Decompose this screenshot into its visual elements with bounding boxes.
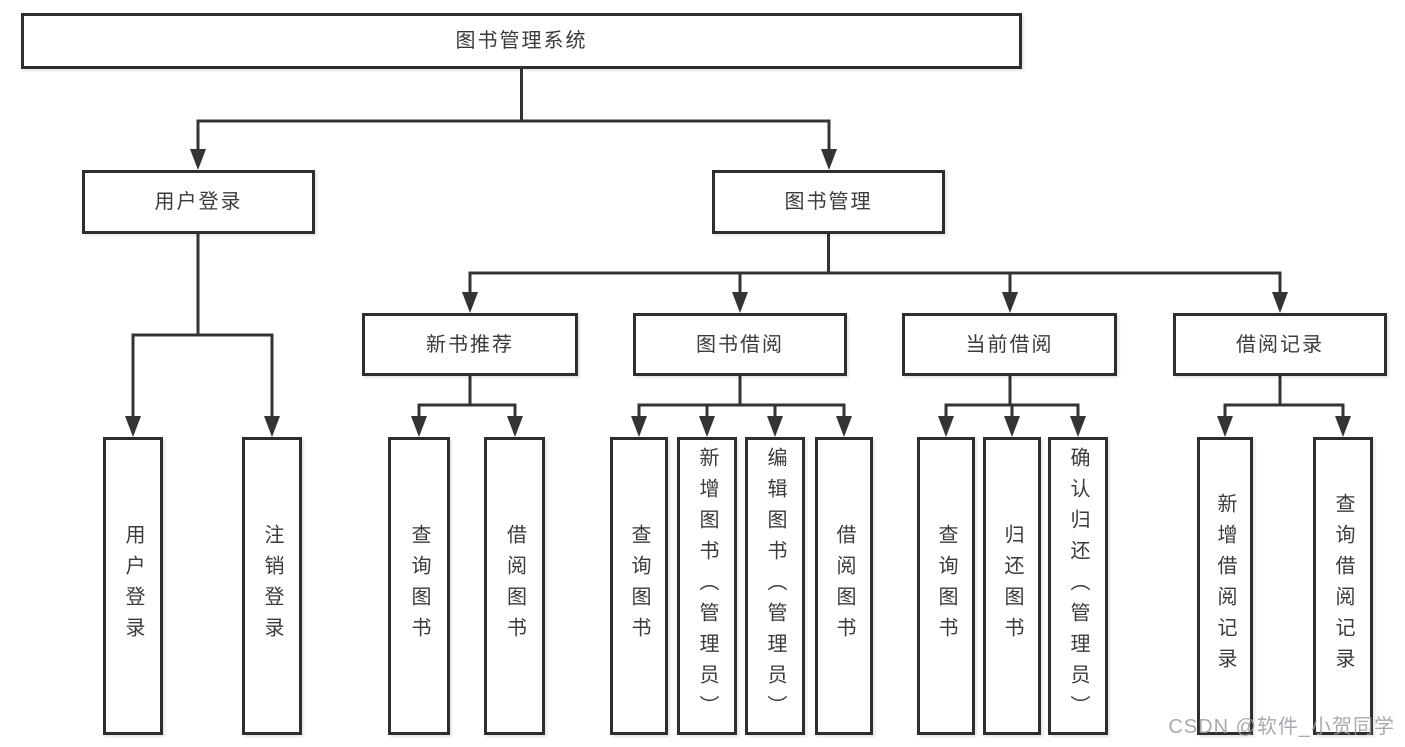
node-label: 确认归还（管理员） xyxy=(1067,446,1089,726)
node-query-books-recommend: 查询图书 xyxy=(388,437,450,735)
node-label: 新书推荐 xyxy=(426,333,514,356)
node-label: 借阅图书 xyxy=(833,524,855,648)
node-confirm-return-admin: 确认归还（管理员） xyxy=(1048,437,1108,735)
node-label: 图书管理系统 xyxy=(455,30,588,52)
node-label: 用户登录 xyxy=(154,191,243,213)
node-book-management: 图书管理 xyxy=(712,170,945,234)
node-label: 编辑图书（管理员） xyxy=(764,446,786,726)
node-label: 归还图书 xyxy=(1001,524,1023,648)
node-query-borrow-record: 查询借阅记录 xyxy=(1313,437,1373,735)
node-label: 借阅记录 xyxy=(1236,333,1324,356)
node-user-login-action: 用户登录 xyxy=(103,437,163,735)
node-user-login: 用户登录 xyxy=(82,170,315,234)
node-label: 注销登录 xyxy=(261,524,283,648)
node-library-management-system: 图书管理系统 xyxy=(21,13,1022,69)
node-edit-book-admin: 编辑图书（管理员） xyxy=(745,437,805,735)
node-label: 用户登录 xyxy=(122,524,144,648)
node-label: 图书管理 xyxy=(784,191,873,213)
node-new-book-recommend: 新书推荐 xyxy=(362,313,578,376)
watermark: CSDN @软件_小贺同学 xyxy=(1168,716,1395,738)
node-borrow-books-recommend: 借阅图书 xyxy=(484,437,545,735)
node-return-book: 归还图书 xyxy=(983,437,1041,735)
node-label: 图书借阅 xyxy=(696,333,784,356)
node-label: 查询图书 xyxy=(408,524,430,648)
node-label: 查询借阅记录 xyxy=(1332,493,1354,679)
node-label: 借阅图书 xyxy=(503,524,526,648)
node-label: 新增图书（管理员） xyxy=(696,446,718,726)
node-logout: 注销登录 xyxy=(242,437,302,735)
node-label: 查询图书 xyxy=(628,524,650,648)
node-label: 当前借阅 xyxy=(965,333,1054,356)
node-borrow-books: 借阅图书 xyxy=(815,437,873,735)
node-query-books-current: 查询图书 xyxy=(917,437,975,735)
node-borrowing-records: 借阅记录 xyxy=(1173,313,1387,376)
node-add-book-admin: 新增图书（管理员） xyxy=(677,437,737,735)
node-add-borrow-record: 新增借阅记录 xyxy=(1197,437,1253,735)
node-label: 新增借阅记录 xyxy=(1214,493,1236,679)
node-query-books-borrow: 查询图书 xyxy=(610,437,668,735)
node-book-borrowing: 图书借阅 xyxy=(633,313,847,376)
node-current-borrowing: 当前借阅 xyxy=(902,313,1117,376)
node-label: 查询图书 xyxy=(935,524,957,648)
